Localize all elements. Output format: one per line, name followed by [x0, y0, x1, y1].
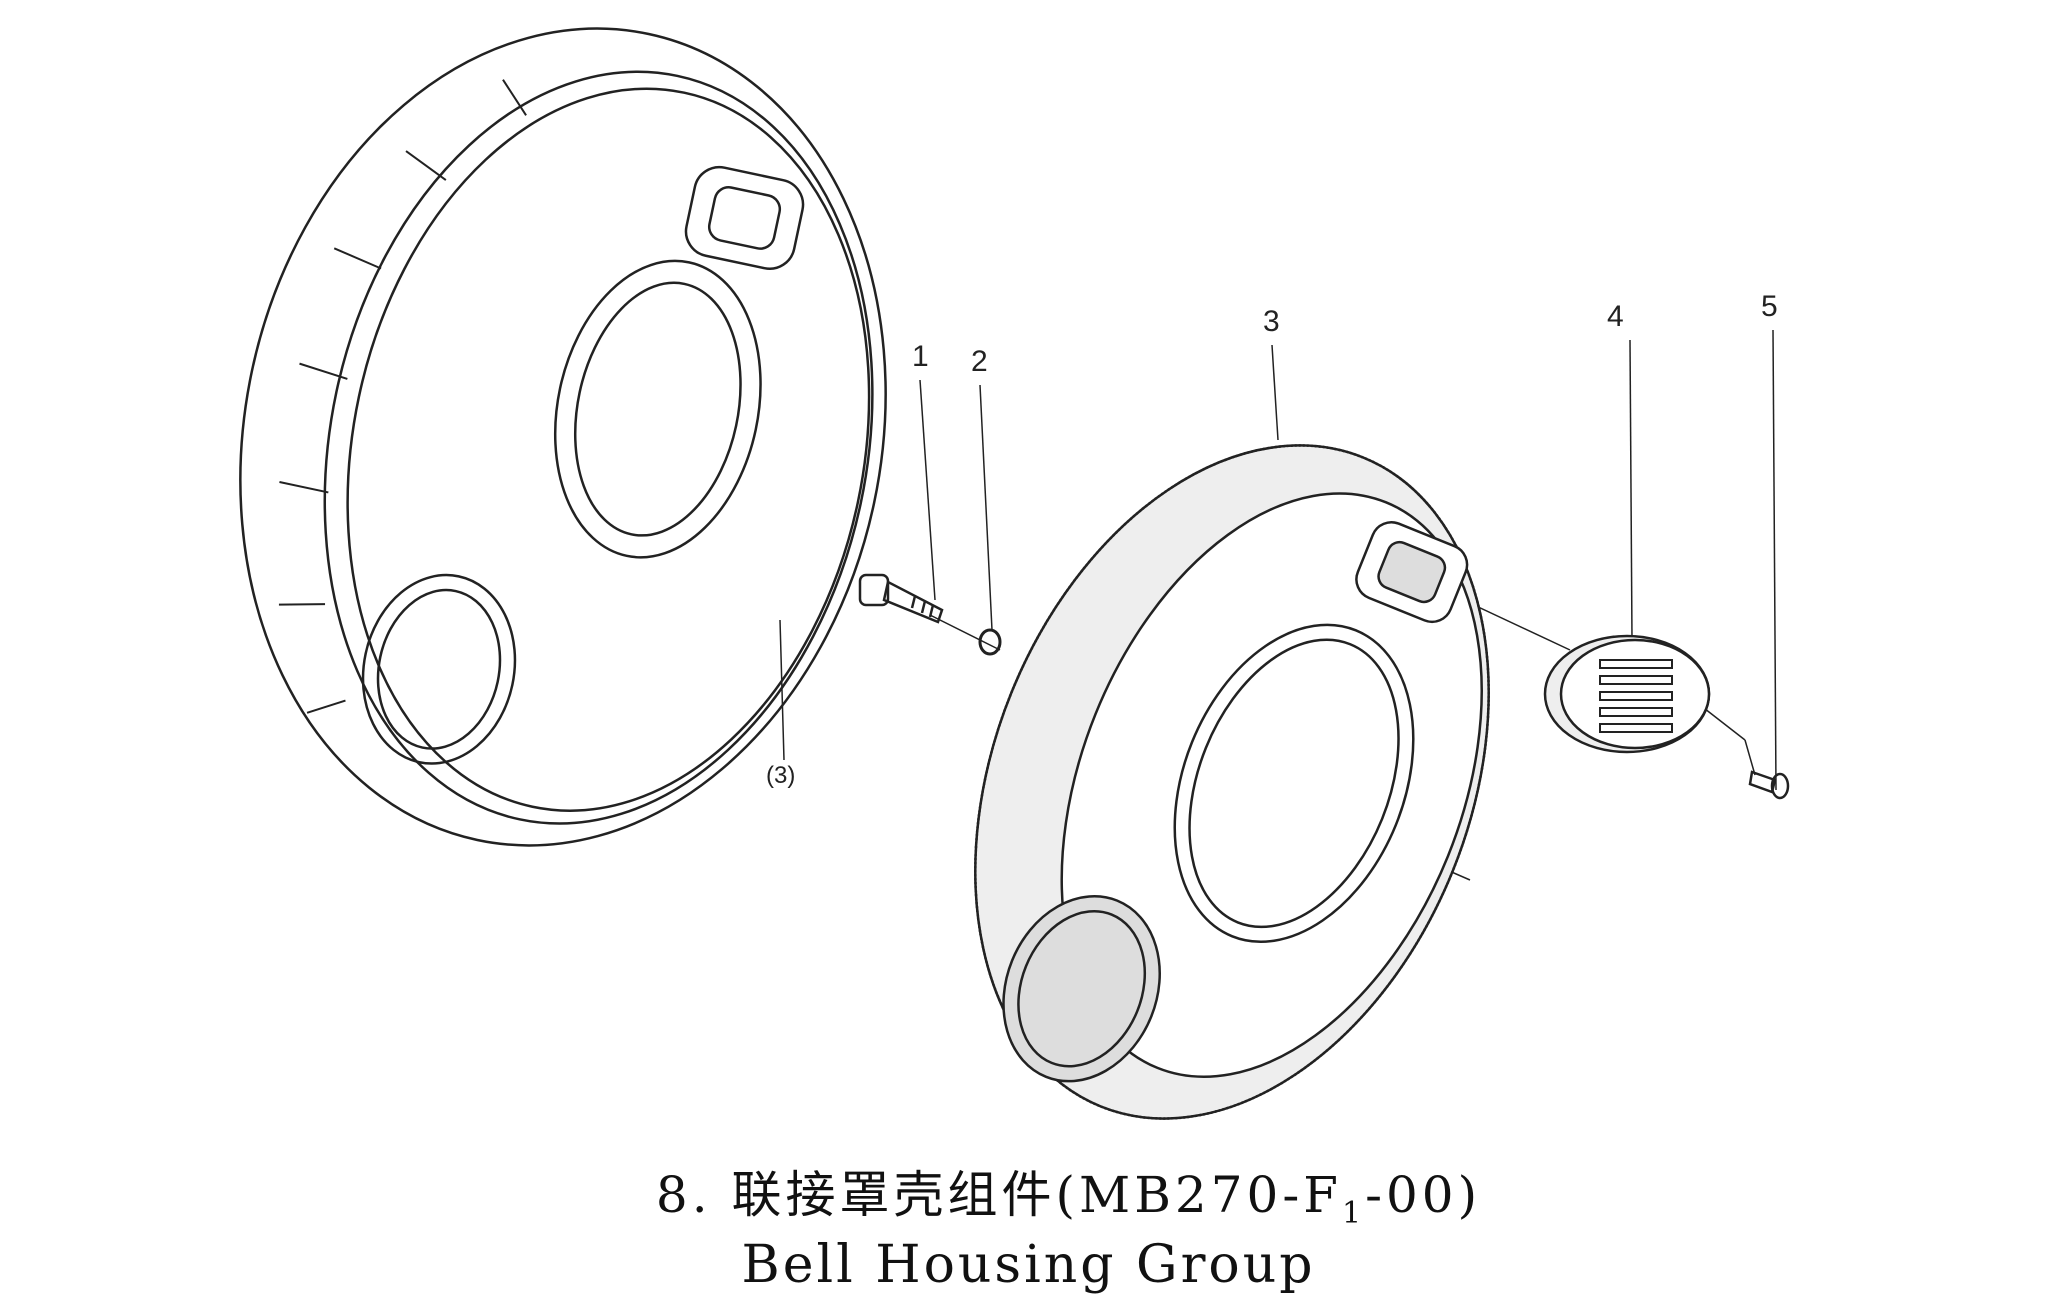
caption-title-suffix: -00)	[1365, 1166, 1482, 1224]
callout-2: 2	[971, 345, 988, 378]
callout-5: 5	[1761, 290, 1778, 323]
caption-english-title: Bell Housing Group	[741, 1235, 1316, 1295]
bell-housing-rear-view	[239, 27, 887, 847]
cover-plate-part-4	[1543, 634, 1711, 754]
callout-3-reference: (3)	[766, 762, 796, 789]
caption-title-subscript: 1	[1341, 1196, 1366, 1231]
bell-housing-part-3	[974, 444, 1490, 1120]
washer-part-2	[978, 628, 1002, 656]
caption-chinese-title: 8. 联接罩壳组件(MB270-F1-00)	[0, 1155, 2057, 1231]
callout-3: 3	[1263, 305, 1280, 338]
callout-1: 1	[912, 340, 929, 373]
callout-4: 4	[1607, 300, 1624, 333]
bolt-part-1	[858, 573, 944, 624]
screw-part-5	[1748, 770, 1790, 800]
caption-title-prefix: 8. 联接罩壳组件(MB270-F	[655, 1166, 1342, 1224]
